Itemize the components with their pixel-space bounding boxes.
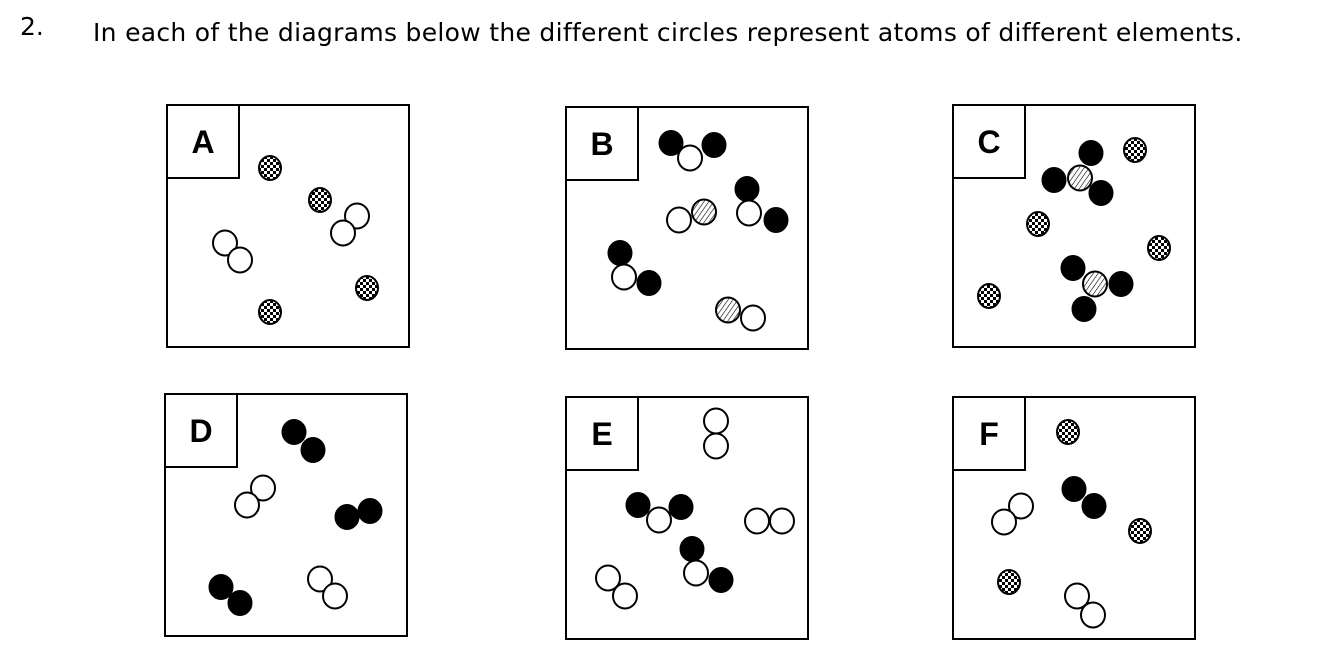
atom-white xyxy=(322,582,348,610)
atom-white xyxy=(330,219,356,247)
atom-white xyxy=(250,474,276,502)
diagram-panel-a: A xyxy=(166,104,410,348)
atom-black xyxy=(334,504,360,530)
atom-black xyxy=(625,492,651,518)
atom-checkered xyxy=(355,275,379,301)
atom-checkered xyxy=(308,187,332,213)
atom-checkered xyxy=(997,569,1021,595)
atom-black xyxy=(708,567,734,593)
atom-white xyxy=(769,507,795,535)
label-box xyxy=(164,393,238,468)
diagram-panel-d: D xyxy=(164,393,408,637)
panel-label: A xyxy=(191,124,214,160)
atom-black xyxy=(1041,167,1067,193)
atom-white xyxy=(991,508,1017,536)
atom-black xyxy=(1088,180,1114,206)
atom-black xyxy=(1061,476,1087,502)
panel-label: C xyxy=(977,124,1000,160)
atom-white xyxy=(736,199,762,227)
atom-checkered xyxy=(1128,518,1152,544)
atom-white xyxy=(1064,582,1090,610)
atom-hatched xyxy=(1082,270,1108,298)
atom-checkered xyxy=(258,155,282,181)
atom-white xyxy=(646,506,672,534)
atom-white xyxy=(612,582,638,610)
question-text: In each of the diagrams below the differ… xyxy=(93,18,1243,47)
atom-white xyxy=(611,263,637,291)
atom-black xyxy=(734,176,760,202)
atom-black xyxy=(1071,296,1097,322)
atom-white xyxy=(227,246,253,274)
atom-black xyxy=(227,590,253,616)
atom-white xyxy=(1008,492,1034,520)
atom-checkered xyxy=(1147,235,1171,261)
atom-white xyxy=(703,407,729,435)
label-box xyxy=(166,104,240,179)
diagram-panel-b: B xyxy=(565,106,809,350)
atom-white xyxy=(212,229,238,257)
atom-black xyxy=(1081,493,1107,519)
atom-black xyxy=(357,498,383,524)
atom-black xyxy=(607,240,633,266)
atom-black xyxy=(1108,271,1134,297)
atom-white xyxy=(677,144,703,172)
atom-black xyxy=(668,494,694,520)
panel-label: F xyxy=(979,416,999,452)
atom-black xyxy=(1078,140,1104,166)
diagram-panel-f: F xyxy=(952,396,1196,640)
label-box xyxy=(952,104,1026,179)
atom-white xyxy=(666,206,692,234)
atom-black xyxy=(763,207,789,233)
atom-checkered xyxy=(1026,211,1050,237)
atom-checkered xyxy=(977,283,1001,309)
atom-black xyxy=(658,130,684,156)
panel-label: B xyxy=(590,126,613,162)
question-number: 2. xyxy=(20,12,44,41)
diagram-panel-c: C xyxy=(952,104,1196,348)
atom-hatched xyxy=(691,198,717,226)
atom-black xyxy=(679,536,705,562)
atom-hatched xyxy=(715,296,741,324)
atom-white xyxy=(234,491,260,519)
atom-white xyxy=(307,565,333,593)
atom-checkered xyxy=(258,299,282,325)
atom-black xyxy=(208,574,234,600)
atom-white xyxy=(683,559,709,587)
atom-checkered xyxy=(1123,137,1147,163)
atom-white xyxy=(1080,601,1106,629)
atom-white xyxy=(344,202,370,230)
atom-black xyxy=(281,419,307,445)
atom-checkered xyxy=(1056,419,1080,445)
atom-white xyxy=(744,507,770,535)
atom-black xyxy=(636,270,662,296)
atom-white xyxy=(595,564,621,592)
label-box xyxy=(952,396,1026,471)
atom-black xyxy=(300,437,326,463)
atom-black xyxy=(1060,255,1086,281)
atom-black xyxy=(701,132,727,158)
diagram-panel-e: E xyxy=(565,396,809,640)
panel-label: D xyxy=(189,413,212,449)
panel-label: E xyxy=(591,416,612,452)
atom-white xyxy=(703,432,729,460)
label-box xyxy=(565,396,639,471)
atom-hatched xyxy=(1067,164,1093,192)
label-box xyxy=(565,106,639,181)
atom-white xyxy=(740,304,766,332)
